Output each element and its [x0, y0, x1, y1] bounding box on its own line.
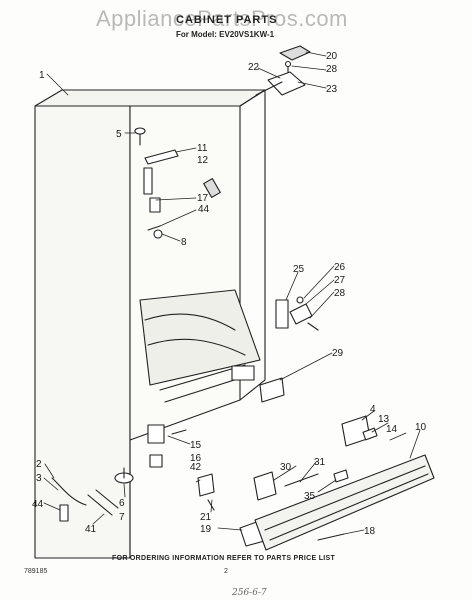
handwritten-note: 256-6-7 — [232, 588, 267, 598]
ordering-info-note: FOR ORDERING INFORMATION REFER TO PARTS … — [112, 555, 336, 562]
callout-3: 3 — [36, 473, 42, 484]
diagram-title: CABINET PARTS — [176, 14, 278, 26]
callout-27: 27 — [334, 275, 346, 286]
callout-7: 7 — [119, 512, 125, 523]
model-number: For Model: EV20VS1KW-1 — [176, 30, 275, 39]
callout-22: 22 — [248, 62, 260, 73]
callout-4: 4 — [370, 404, 376, 415]
leveling-leg-assembly — [51, 424, 165, 522]
light-switch-assembly — [143, 149, 221, 239]
callout-44-lower: 44 — [32, 499, 44, 510]
callout-20: 20 — [326, 51, 338, 62]
callout-18: 18 — [364, 526, 376, 537]
callout-28-top: 28 — [326, 64, 338, 75]
center-bottom-parts — [171, 429, 269, 547]
callout-12: 12 — [197, 155, 209, 166]
callout-17: 17 — [197, 193, 209, 204]
callout-13: 13 — [378, 414, 390, 425]
callout-29: 29 — [332, 348, 344, 359]
callout-19: 19 — [200, 524, 212, 535]
part-id: 789185 — [24, 568, 48, 575]
callout-26: 26 — [334, 262, 346, 273]
callout-30: 30 — [280, 462, 292, 473]
callout-35: 35 — [304, 491, 316, 502]
callout-16: 16 — [190, 453, 202, 464]
callout-41: 41 — [85, 524, 97, 535]
callout-25: 25 — [293, 264, 305, 275]
bottom-hinge — [259, 377, 285, 403]
callout-10: 10 — [415, 422, 427, 433]
callout-8: 8 — [181, 237, 187, 248]
callout-5: 5 — [116, 129, 122, 140]
callout-1: 1 — [39, 70, 45, 81]
top-hinge-assembly — [255, 45, 311, 96]
callout-15: 15 — [190, 440, 202, 451]
watermark: AppliancePartsPros.com — [96, 6, 348, 31]
callout-31: 31 — [314, 457, 326, 468]
callout-44-upper: 44 — [198, 204, 210, 215]
callout-11: 11 — [197, 143, 208, 154]
page-number: 2 — [224, 568, 228, 575]
callout-labels: 1 2 3 4 5 6 7 8 10 11 12 13 14 15 16 17 … — [32, 51, 427, 537]
toe-grille-assembly — [253, 415, 435, 551]
screw-5 — [134, 127, 146, 146]
callout-42: 42 — [190, 462, 202, 473]
callout-23: 23 — [326, 84, 338, 95]
callout-2: 2 — [36, 459, 42, 470]
callout-6: 6 — [119, 498, 125, 509]
leader-lines — [43, 51, 421, 535]
callout-28-middle: 28 — [334, 288, 346, 299]
callout-21: 21 — [200, 512, 212, 523]
middle-hinge-assembly — [275, 296, 319, 331]
callout-14: 14 — [386, 424, 398, 435]
